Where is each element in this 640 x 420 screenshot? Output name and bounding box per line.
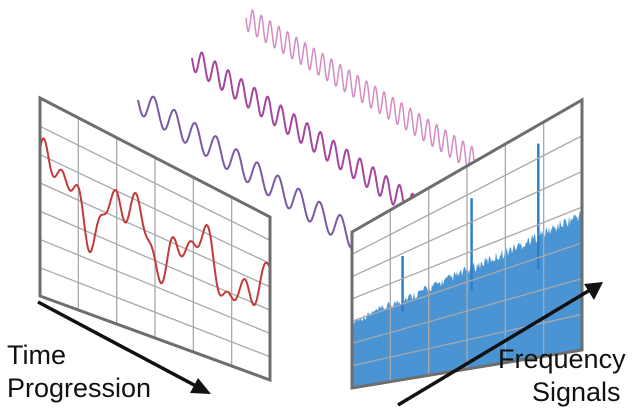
signals-label: Signals bbox=[532, 377, 621, 407]
low-frequency-wave bbox=[137, 95, 357, 249]
frequency-panel-frame bbox=[350, 97, 584, 390]
time-domain-panel bbox=[38, 95, 272, 383]
time-label: Time bbox=[7, 340, 66, 370]
grid-line bbox=[352, 313, 582, 367]
frequency-components bbox=[137, 9, 475, 249]
grid-line bbox=[40, 238, 270, 335]
time-domain-signal bbox=[40, 137, 270, 307]
grid-line bbox=[352, 277, 582, 345]
grid-line bbox=[40, 153, 270, 265]
mid-frequency-wave bbox=[191, 51, 417, 215]
grid-line bbox=[40, 267, 270, 358]
grid-line bbox=[352, 242, 582, 322]
grid-line bbox=[352, 206, 582, 300]
frequency-signals-arrow-icon bbox=[397, 282, 603, 407]
time-panel-frame bbox=[38, 95, 272, 383]
high-frequency-wave bbox=[245, 9, 475, 169]
frequency-domain-panel bbox=[350, 97, 584, 390]
grid-line bbox=[40, 182, 270, 288]
grid-line bbox=[352, 135, 582, 255]
time-progression-arrow-icon bbox=[37, 300, 211, 394]
grid-line bbox=[352, 170, 582, 278]
frequency-label: Frequency bbox=[498, 344, 626, 374]
spectrum-peaks bbox=[401, 143, 540, 313]
frequency-panel-grid bbox=[352, 122, 582, 382]
progression-label: Progression bbox=[7, 373, 152, 403]
grid-line bbox=[40, 125, 270, 241]
